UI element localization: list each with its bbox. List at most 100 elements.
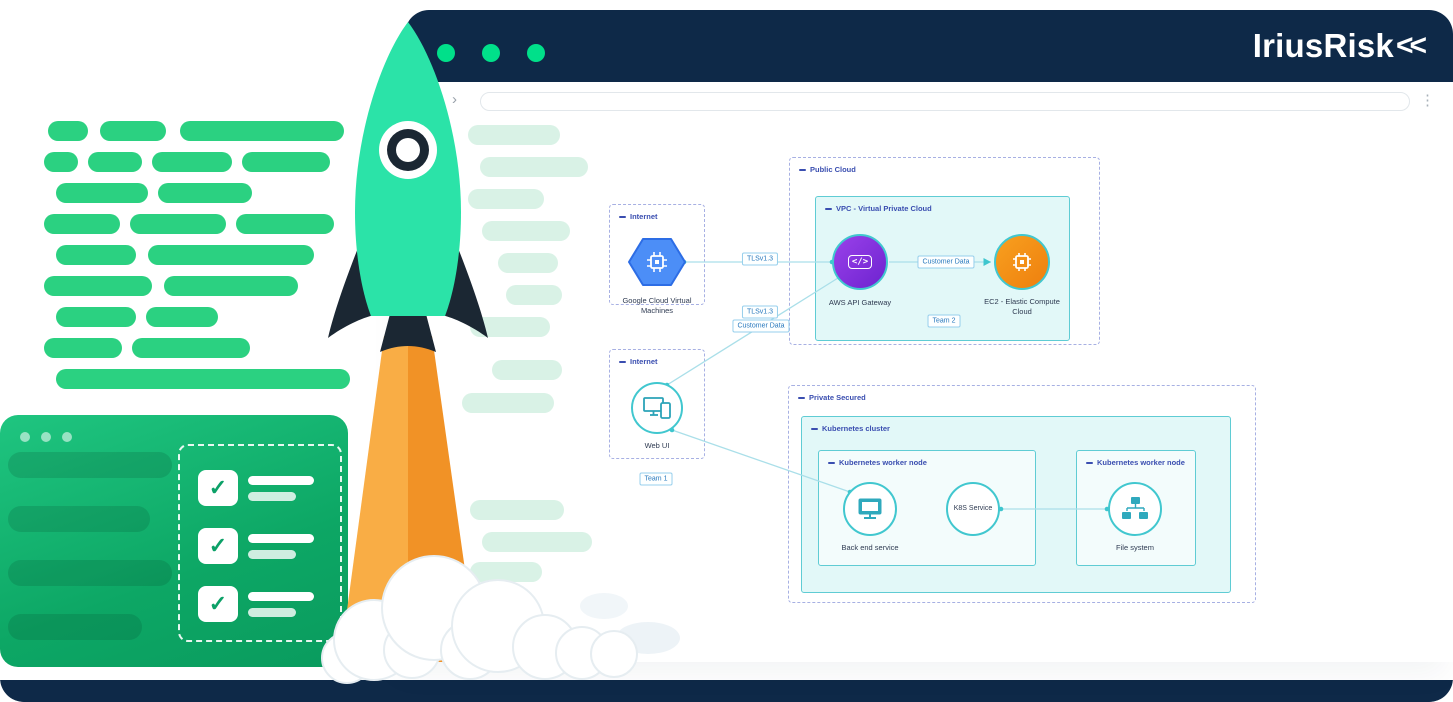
text-bar xyxy=(470,317,550,337)
text-bar xyxy=(164,276,298,296)
group-label: Kubernetes worker node xyxy=(828,458,927,467)
edge-label-customer-data[interactable]: Customer Data xyxy=(732,319,790,333)
text-bar xyxy=(44,276,152,296)
team-tag[interactable]: Team 2 xyxy=(927,314,961,328)
browser-titlebar: IriusRisk << xyxy=(405,10,1453,82)
card-list-row xyxy=(8,560,172,586)
zone-label: Public Cloud xyxy=(799,165,856,174)
text-bar xyxy=(132,338,250,358)
edge-label-customer-data[interactable]: Customer Data xyxy=(917,255,975,269)
text-bar xyxy=(468,125,560,145)
text-bar xyxy=(44,338,122,358)
collapse-dash-icon[interactable] xyxy=(1086,461,1093,464)
text-bar xyxy=(148,245,314,265)
check-icon: ✓ xyxy=(198,528,238,564)
devices-icon xyxy=(643,397,671,419)
iriusrisk-logo: IriusRisk << xyxy=(1252,27,1427,65)
menu-kebab-icon[interactable]: ⋮ xyxy=(1420,92,1435,109)
text-bar xyxy=(470,500,564,520)
component-google-cloud-vm[interactable] xyxy=(628,236,686,293)
text-bar xyxy=(480,157,588,177)
url-bar[interactable] xyxy=(480,92,1410,111)
component-file-system[interactable] xyxy=(1108,482,1162,536)
text-bar xyxy=(470,562,542,582)
card-window-dot xyxy=(62,432,72,442)
component-ec2[interactable] xyxy=(994,234,1050,290)
text-bar xyxy=(158,183,252,203)
text-bar xyxy=(498,253,558,273)
flame-left xyxy=(340,336,408,662)
group-label: Kubernetes worker node xyxy=(1086,458,1185,467)
text-bar xyxy=(56,183,148,203)
collapse-dash-icon[interactable] xyxy=(811,427,818,430)
collapse-dash-icon[interactable] xyxy=(799,168,806,171)
text-bar xyxy=(482,532,592,552)
forward-arrow-icon[interactable]: › xyxy=(452,91,457,108)
text-bar xyxy=(56,307,136,327)
text-bar xyxy=(482,221,570,241)
checklist-line xyxy=(248,534,314,543)
card-window-dot xyxy=(20,432,30,442)
collapse-dash-icon[interactable] xyxy=(619,360,626,363)
folder-tree-icon xyxy=(1122,497,1148,519)
bottom-bar xyxy=(0,680,1453,702)
component-label: File system xyxy=(1116,543,1154,552)
card-list-row xyxy=(8,614,142,640)
code-icon: </> xyxy=(847,255,873,269)
checklist-card: ✓ ✓ ✓ xyxy=(0,415,348,667)
component-aws-api-gateway[interactable]: </> xyxy=(832,234,888,290)
card-window-dot xyxy=(41,432,51,442)
text-bar xyxy=(492,360,562,380)
text-bar xyxy=(180,121,344,141)
component-label: Back end service xyxy=(841,543,899,552)
text-bar xyxy=(506,285,562,305)
collapse-dash-icon[interactable] xyxy=(825,207,832,210)
edge-label-tls[interactable]: TLSv1.3 xyxy=(741,305,779,319)
team-tag[interactable]: Team 1 xyxy=(639,472,673,486)
text-bar xyxy=(44,214,120,234)
checklist-line xyxy=(248,608,296,617)
logo-chevrons-icon: << xyxy=(1395,29,1427,62)
trust-zone-internet-2[interactable]: Internet xyxy=(609,349,705,459)
collapse-dash-icon[interactable] xyxy=(828,461,835,464)
text-bar xyxy=(146,307,218,327)
zone-label: Internet xyxy=(619,212,658,221)
text-bar xyxy=(236,214,334,234)
collapse-dash-icon[interactable] xyxy=(619,215,626,218)
trust-zone-public-cloud[interactable]: Public Cloud xyxy=(789,157,1100,345)
window-control-dot[interactable] xyxy=(527,44,545,62)
window-control-dot[interactable] xyxy=(482,44,500,62)
checklist-line xyxy=(248,476,314,485)
trust-zone-private-secured[interactable]: Private Secured xyxy=(788,385,1256,603)
hexagon-chip-icon xyxy=(628,238,686,286)
text-bar xyxy=(48,121,88,141)
chip-icon xyxy=(1013,253,1031,271)
checklist-line xyxy=(248,550,296,559)
rocket-fin-left xyxy=(328,216,374,338)
component-label: Web UI xyxy=(644,441,670,450)
monitor-icon xyxy=(858,498,882,519)
component-k8s-service[interactable]: K8S Service xyxy=(946,482,1000,536)
text-bar xyxy=(88,152,142,172)
check-icon: ✓ xyxy=(198,586,238,622)
group-label: Kubernetes cluster xyxy=(811,424,890,433)
text-bar xyxy=(44,152,78,172)
logo-text: IriusRisk xyxy=(1252,27,1394,64)
component-back-end-service[interactable] xyxy=(843,482,897,536)
component-label: AWS API Gateway xyxy=(828,298,892,307)
check-icon: ✓ xyxy=(198,470,238,506)
component-label: EC2 - Elastic Compute Cloud xyxy=(984,297,1060,316)
card-list-row xyxy=(8,452,172,478)
text-bar xyxy=(242,152,330,172)
group-label: VPC - Virtual Private Cloud xyxy=(825,204,932,213)
component-web-ui[interactable] xyxy=(631,382,683,434)
text-bar xyxy=(462,393,554,413)
edge-label-tls[interactable]: TLSv1.3 xyxy=(741,252,779,266)
collapse-dash-icon[interactable] xyxy=(798,396,805,399)
zone-label: Internet xyxy=(619,357,658,366)
trust-zone-internet-1[interactable]: Internet xyxy=(609,204,705,305)
text-bar xyxy=(56,245,136,265)
window-control-dot[interactable] xyxy=(437,44,455,62)
card-list-row xyxy=(8,506,150,532)
zone-label: Private Secured xyxy=(798,393,866,402)
